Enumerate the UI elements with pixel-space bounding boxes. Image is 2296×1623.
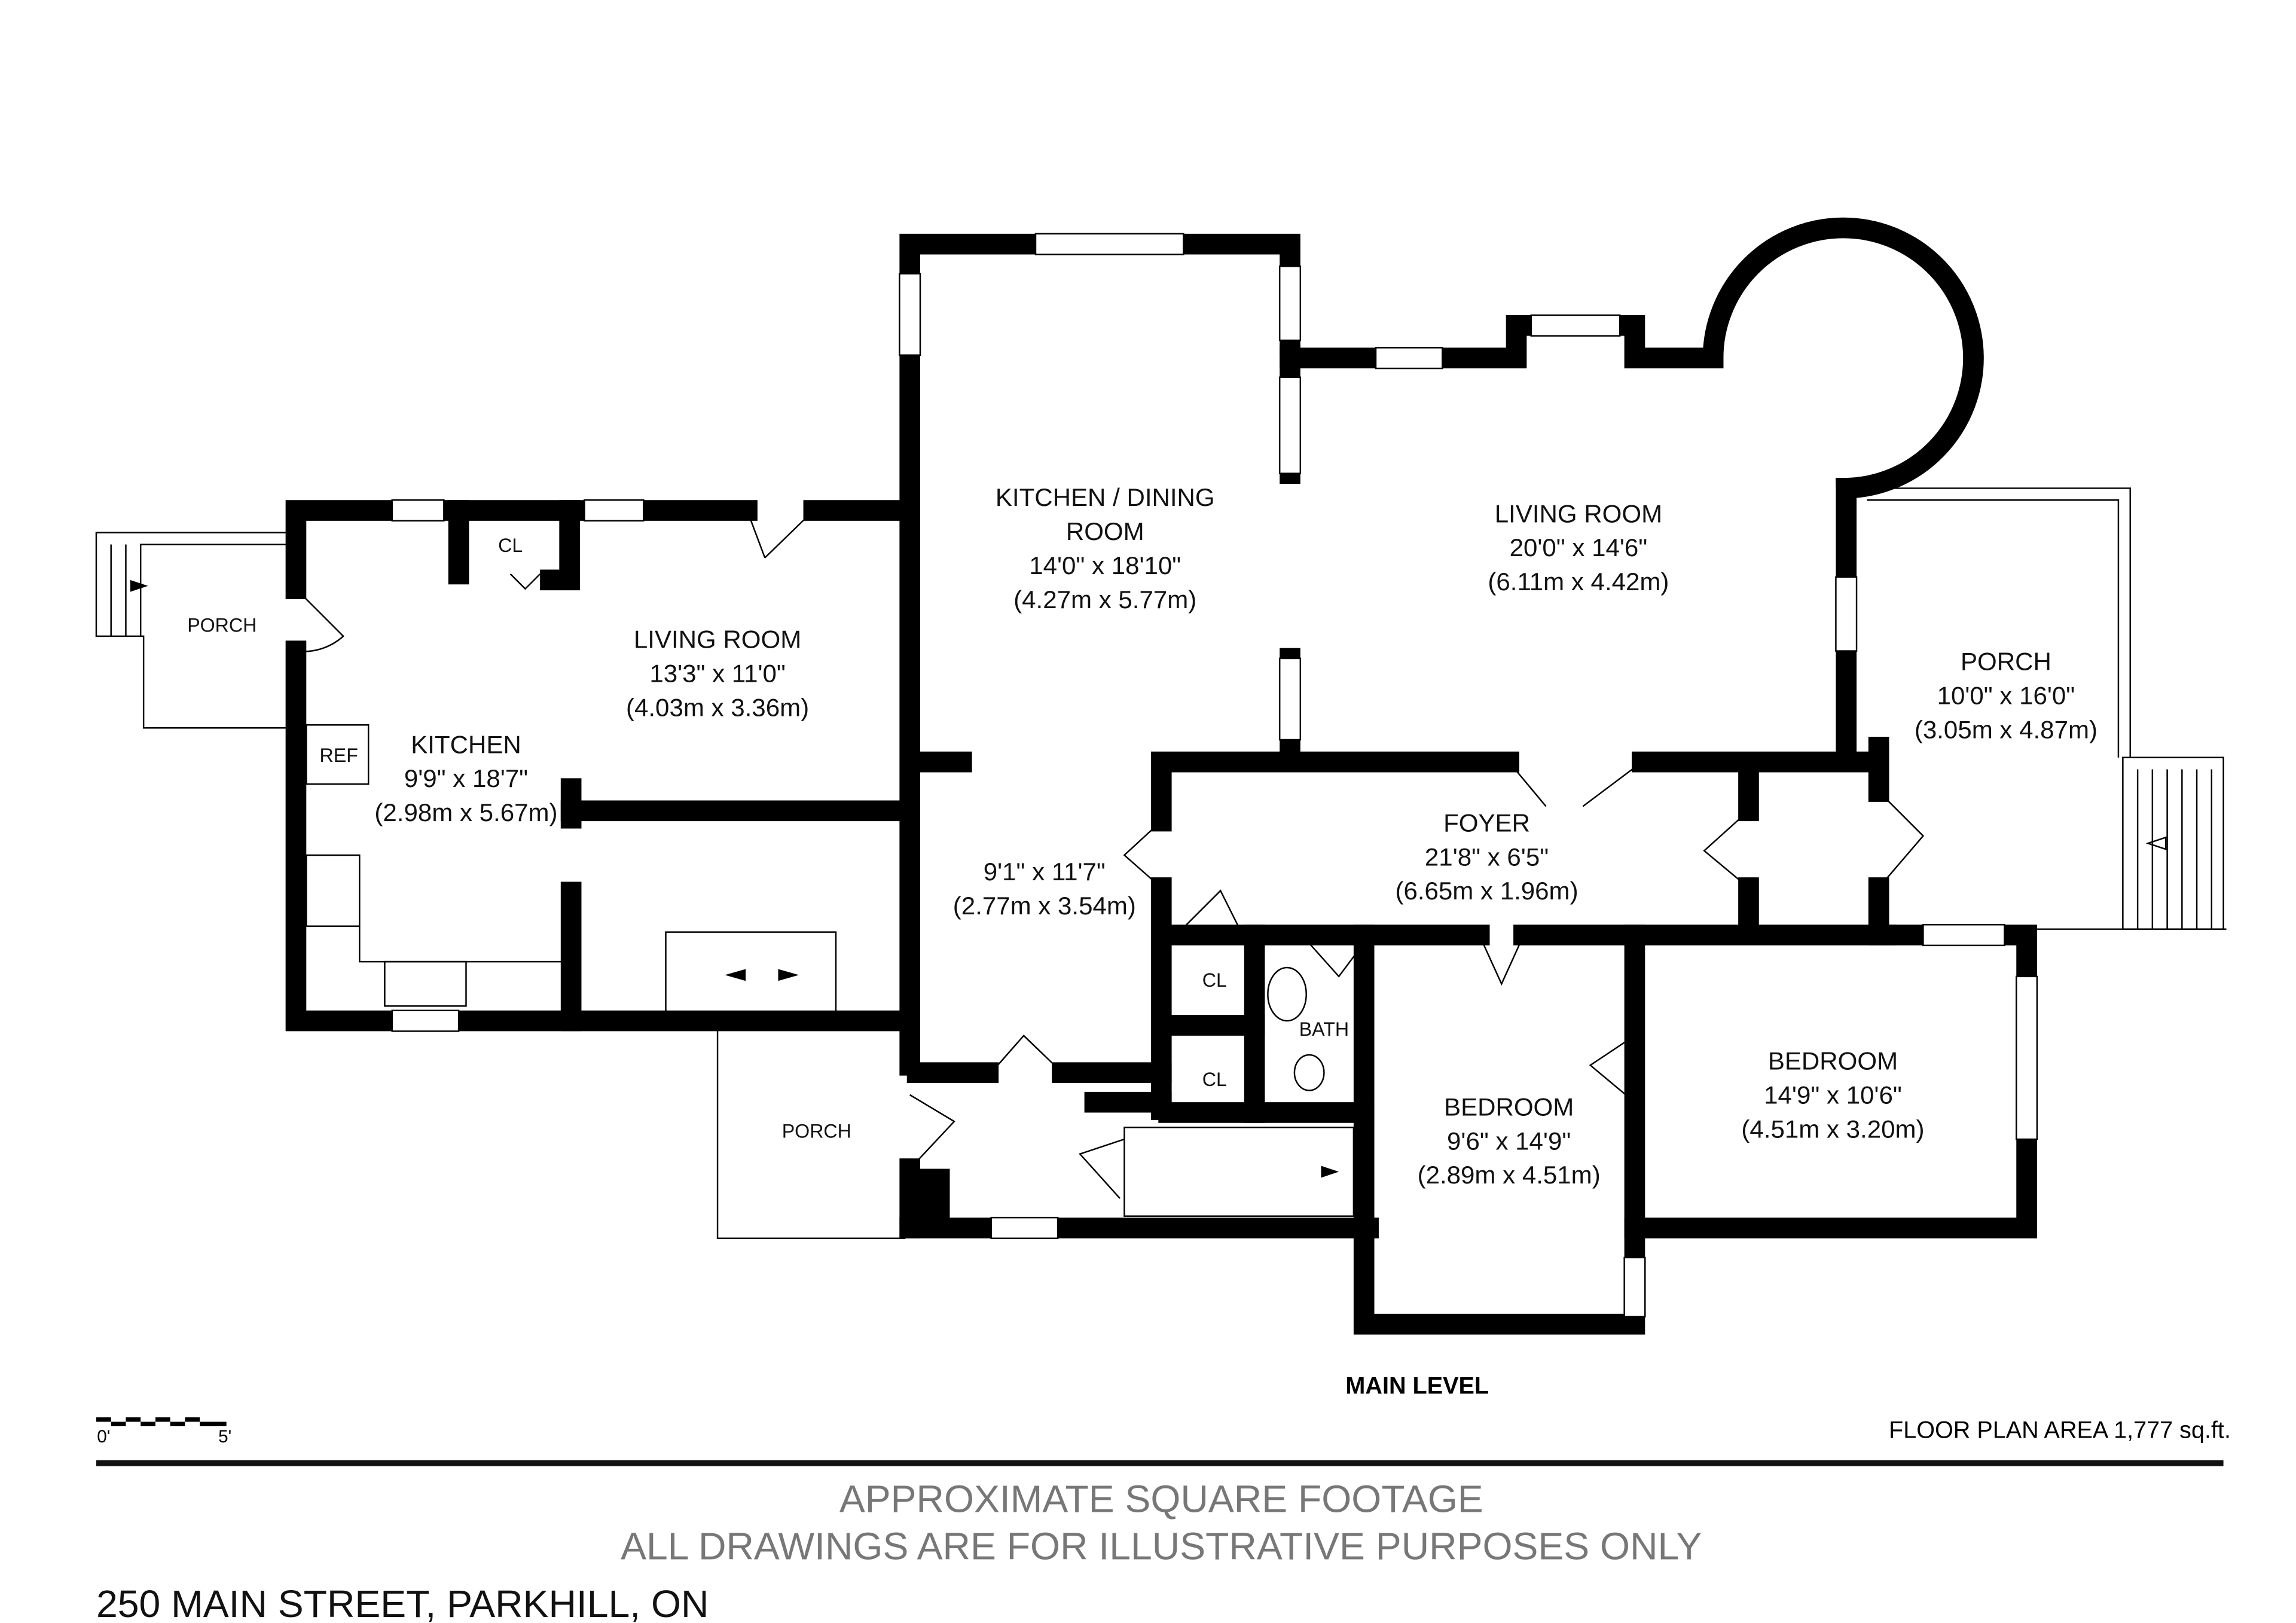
living-main-dims: 20'0" x 14'6" bbox=[1510, 533, 1648, 562]
living-main-dims-metric: (6.11m x 4.42m) bbox=[1488, 568, 1669, 596]
bedroom2-dims: 14'9" x 10'6" bbox=[1764, 1081, 1902, 1109]
foyer-dims: 21'8" x 6'5" bbox=[1425, 843, 1549, 871]
closet2-label: CL bbox=[1202, 1069, 1227, 1090]
living-left-label: LIVING ROOM bbox=[634, 626, 801, 654]
level-label: MAIN LEVEL bbox=[1345, 1373, 1489, 1399]
toilet-icon bbox=[1293, 1054, 1325, 1091]
kitchen-dims: 9'9" x 18'7" bbox=[404, 764, 528, 792]
disclaimer-line2: ALL DRAWINGS ARE FOR ILLUSTRATIVE PURPOS… bbox=[621, 1525, 1702, 1568]
kitchen-label: KITCHEN bbox=[411, 730, 521, 758]
kitchen-dining-label: KITCHEN / DINING bbox=[996, 483, 1215, 511]
divider bbox=[96, 1460, 2224, 1466]
kitchen-dims-metric: (2.98m x 5.67m) bbox=[374, 798, 557, 826]
living-left-dims: 13'3" x 11'0" bbox=[649, 660, 785, 688]
tub-icon bbox=[1267, 966, 1307, 1022]
living-left-dims-metric: (4.03m x 3.36m) bbox=[626, 693, 809, 721]
floor-area: FLOOR PLAN AREA 1,777 sq.ft. bbox=[1889, 1417, 2231, 1444]
porch-left-label: PORCH bbox=[187, 614, 257, 636]
bath-label: BATH bbox=[1299, 1018, 1349, 1040]
windows bbox=[391, 233, 2038, 1318]
scale-end: 5' bbox=[218, 1427, 231, 1447]
kitchen-dining-dims: 14'0" x 18'10" bbox=[1029, 551, 1181, 579]
disclaimer-line1: APPROXIMATE SQUARE FOOTAGE bbox=[839, 1477, 1483, 1520]
bedroom1-label: BEDROOM bbox=[1444, 1093, 1574, 1121]
kitchen-dining-label-2: ROOM bbox=[1066, 517, 1144, 545]
sink-icon bbox=[384, 960, 467, 1007]
stove-icon bbox=[306, 854, 361, 927]
bedroom1-dims-metric: (2.89m x 4.51m) bbox=[1418, 1161, 1601, 1189]
hall-dims-metric: (2.77m x 3.54m) bbox=[953, 892, 1136, 920]
hall-dims: 9'1" x 11'7" bbox=[984, 858, 1106, 886]
stairs-left bbox=[665, 931, 837, 1014]
living-main-label: LIVING ROOM bbox=[1495, 499, 1662, 527]
foyer-dims-metric: (6.65m x 1.96m) bbox=[1395, 877, 1578, 905]
scale-bar bbox=[96, 1417, 227, 1426]
porch-right-label: PORCH bbox=[1961, 648, 2051, 676]
bedroom2-label: BEDROOM bbox=[1768, 1047, 1898, 1075]
porch-outlines bbox=[95, 487, 2227, 1239]
scale-start: 0' bbox=[97, 1427, 110, 1447]
address: 250 MAIN STREET, PARKHILL, ON bbox=[96, 1582, 709, 1623]
kitchen-dining-dims-metric: (4.27m x 5.77m) bbox=[1013, 585, 1196, 614]
fixtures bbox=[130, 579, 2167, 1228]
stairs-bottom bbox=[1123, 1126, 1355, 1217]
refrigerator bbox=[306, 724, 370, 785]
doors bbox=[295, 510, 1925, 1199]
bedroom2-dims-metric: (4.51m x 3.20m) bbox=[1741, 1115, 1924, 1143]
porch-right-dims-metric: (3.05m x 4.87m) bbox=[1915, 716, 2097, 744]
foyer-label: FOYER bbox=[1443, 809, 1530, 837]
ref-label: REF bbox=[320, 745, 358, 766]
bedroom1-dims: 9'6" x 14'9" bbox=[1447, 1127, 1571, 1155]
closet1-label: CL bbox=[1202, 969, 1227, 991]
closet-label: CL bbox=[498, 535, 523, 556]
porch-right-dims: 10'0" x 16'0" bbox=[1937, 682, 2075, 710]
walls bbox=[285, 217, 2037, 1335]
porch-bottom-label: PORCH bbox=[782, 1121, 851, 1142]
